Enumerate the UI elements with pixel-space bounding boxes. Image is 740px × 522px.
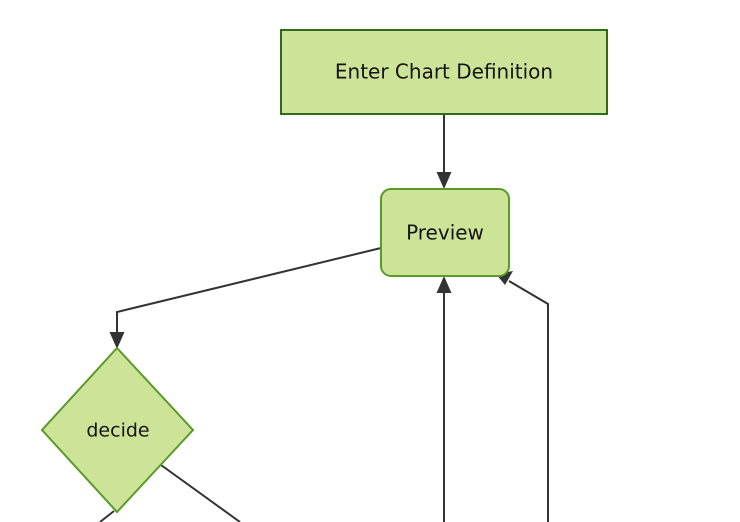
node-preview-label: Preview [406, 221, 484, 245]
edge-enter-to-preview-arrowhead [436, 172, 452, 189]
edge-inbound-center-arrowhead [436, 276, 452, 293]
edge-preview-to-decide [109, 247, 382, 349]
edge-preview-to-decide-line [116, 247, 382, 335]
edge-inbound-right-line [508, 280, 549, 522]
edge-inbound-center-to-preview [436, 276, 452, 522]
edge-inbound-right-to-preview [496, 271, 549, 522]
node-preview-shape[interactable] [380, 188, 510, 277]
node-enter-chart-definition-label: Enter Chart Definition [335, 60, 553, 84]
edge-decide-right-line [160, 464, 241, 522]
edge-enter-to-preview [436, 114, 452, 189]
node-enter-chart-definition-shape[interactable] [280, 29, 608, 115]
node-enter-chart-definition[interactable]: Enter Chart Definition [280, 29, 608, 115]
node-decide[interactable]: decide [40, 346, 195, 514]
edge-decide-to-below-right [160, 464, 241, 522]
node-preview[interactable]: Preview [380, 188, 510, 277]
node-decide-label: decide [86, 420, 149, 442]
edge-decide-to-below-left [99, 510, 115, 522]
edge-preview-to-decide-arrowhead [109, 332, 125, 349]
edge-decide-left-line [99, 510, 115, 522]
node-decide-shape[interactable] [40, 346, 195, 514]
